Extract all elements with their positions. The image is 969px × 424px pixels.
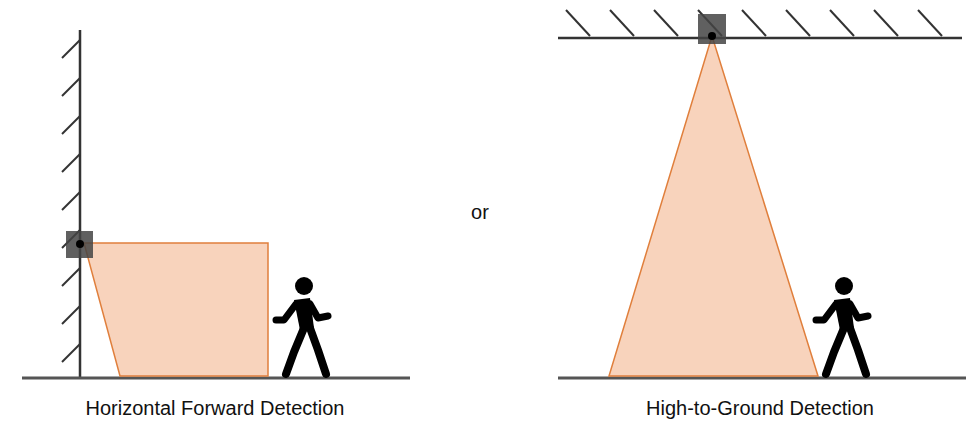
ground-line <box>558 377 966 380</box>
person-icon <box>276 277 328 374</box>
wall <box>62 30 80 378</box>
sensor <box>698 14 726 44</box>
detection-zone <box>609 36 818 376</box>
detection-zone <box>84 243 268 376</box>
sensor-lens <box>76 240 84 248</box>
ceiling <box>558 10 962 38</box>
ground-line <box>22 377 410 380</box>
separator-word: or <box>471 200 489 224</box>
sensor-lens <box>708 32 716 40</box>
sensor <box>66 231 93 258</box>
person-icon <box>816 277 868 374</box>
caption-label: High-to-Ground Detection <box>646 396 874 420</box>
caption-label: Horizontal Forward Detection <box>86 396 345 420</box>
